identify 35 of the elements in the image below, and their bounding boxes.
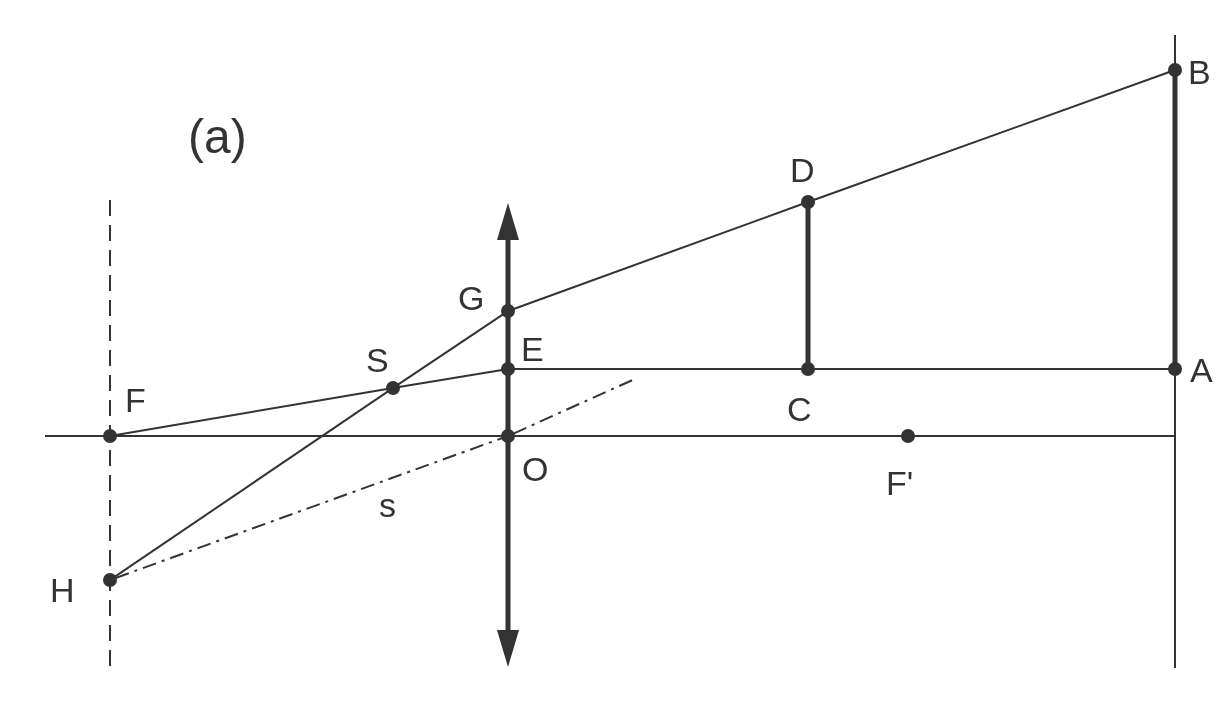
point-dot xyxy=(386,381,400,395)
point-label: F' xyxy=(886,466,914,500)
light-ray xyxy=(114,388,389,436)
point-label: S xyxy=(366,343,389,377)
light-ray xyxy=(813,368,1170,370)
point-label: D xyxy=(790,153,815,187)
point-dot xyxy=(501,429,515,443)
point-dot xyxy=(103,573,117,587)
point-dot xyxy=(501,362,515,376)
object-segment xyxy=(805,208,811,363)
point-dot xyxy=(103,429,117,443)
point-dot xyxy=(501,304,515,318)
light-ray xyxy=(113,390,390,578)
light-ray xyxy=(512,203,804,310)
dash-dot-ray xyxy=(114,437,504,579)
point-label: O xyxy=(522,452,549,486)
light-ray xyxy=(513,368,803,370)
point-label: G xyxy=(458,281,485,315)
light-ray xyxy=(397,369,504,388)
light-ray xyxy=(397,313,504,386)
point-dot xyxy=(1168,63,1182,77)
point-label: C xyxy=(787,392,812,426)
point-dot xyxy=(801,195,815,209)
point-label: F xyxy=(125,383,146,417)
point-label: E xyxy=(521,332,544,366)
point-label: A xyxy=(1190,353,1213,387)
light-ray xyxy=(812,71,1171,201)
distance-label: s xyxy=(379,488,396,522)
point-label: H xyxy=(50,573,75,607)
point-dot xyxy=(801,362,815,376)
point-dot xyxy=(901,429,915,443)
point-label: B xyxy=(1188,55,1211,89)
object-segment xyxy=(1172,76,1178,363)
point-dot xyxy=(1168,362,1182,376)
panel-label: (a) xyxy=(188,113,247,161)
